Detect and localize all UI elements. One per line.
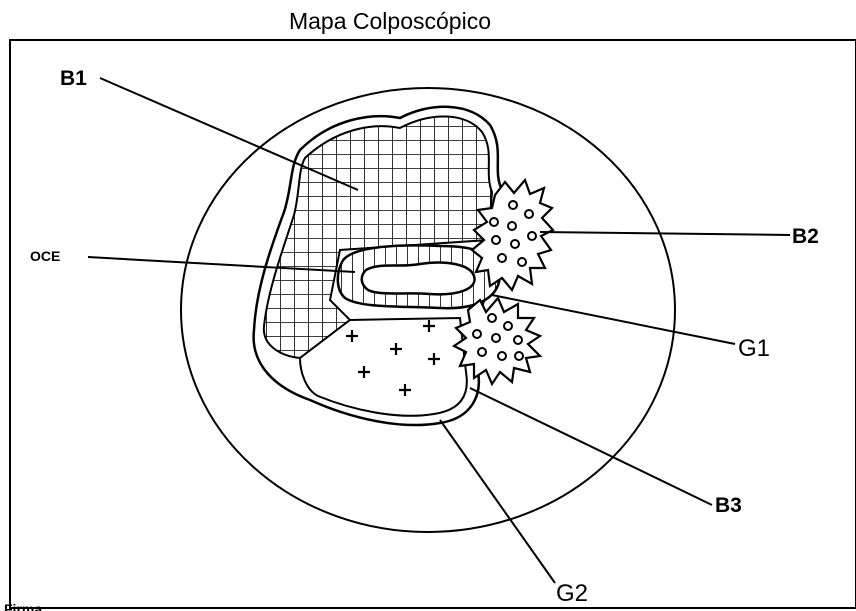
label-b1: B1	[60, 67, 87, 90]
label-oce: OCE	[30, 248, 60, 264]
leader-b3	[470, 388, 712, 505]
leader-b2	[540, 232, 790, 235]
label-b2: B2	[792, 225, 819, 248]
footer-fragment: Firma:	[4, 601, 47, 611]
oce-os-opening	[362, 263, 475, 295]
leader-g2	[440, 420, 555, 583]
label-g1: G1	[738, 335, 770, 362]
label-b3: B3	[715, 494, 742, 517]
label-g2: G2	[556, 580, 588, 607]
